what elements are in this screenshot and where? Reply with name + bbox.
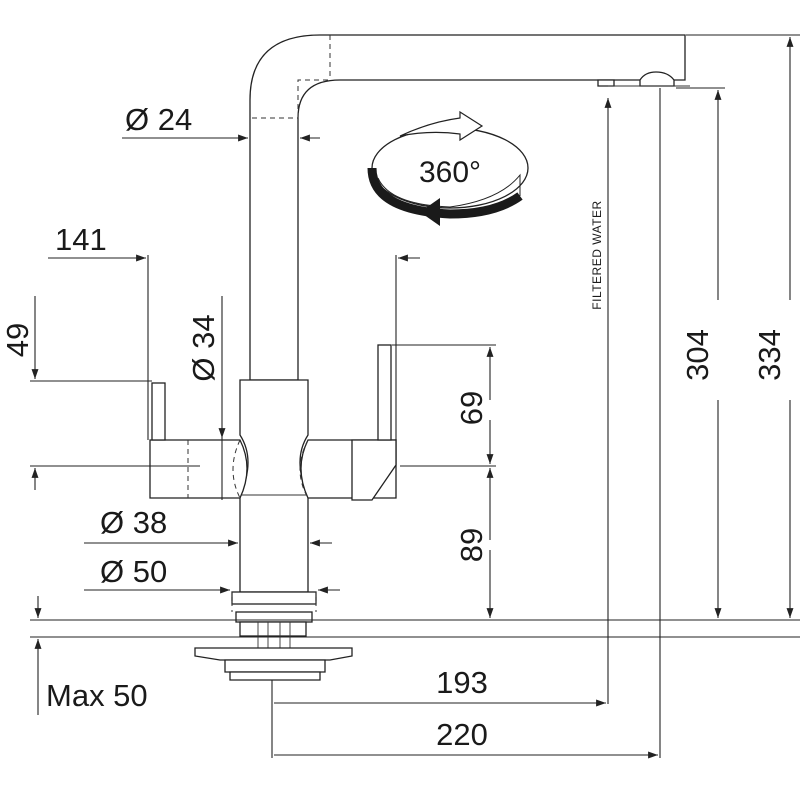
dim-total-height: 334 <box>686 34 800 618</box>
handle-span-label: 141 <box>55 222 107 257</box>
right-handle <box>299 344 397 501</box>
dim-reach: 193 220 <box>271 665 658 759</box>
faucet-outline <box>30 34 800 681</box>
base-diameter-outer-label: Ø 50 <box>100 554 167 589</box>
spout-nozzles <box>597 71 690 87</box>
left-handle <box>149 382 248 499</box>
dim-spout-diameter: Ø 24 <box>122 102 320 142</box>
max-thickness-label: Max 50 <box>46 678 148 713</box>
dim-total-height-spout: 304 <box>659 87 725 758</box>
dim-base-diameter-inner: Ø 38 <box>84 505 332 547</box>
rotation-arrow-icon: 360° <box>367 110 529 226</box>
total-height-spout-label: 304 <box>680 329 715 381</box>
base-height-label: 89 <box>454 528 489 562</box>
dim-body-diameter: Ø 34 <box>186 296 226 500</box>
dim-handle-height: 49 <box>0 296 200 490</box>
dim-max-thickness: Max 50 <box>34 596 148 715</box>
dim-handle-span: 141 <box>48 222 420 440</box>
body-column <box>239 379 309 593</box>
spout-arm <box>249 34 686 381</box>
handle-height-label: 49 <box>0 323 35 357</box>
base-diameter-inner-label: Ø 38 <box>100 505 167 540</box>
total-height-label: 334 <box>752 329 787 381</box>
filtered-water-label: FILTERED WATER <box>590 200 604 309</box>
dim-base-height: 89 <box>454 468 494 618</box>
body-diameter-label: Ø 34 <box>186 314 221 381</box>
reach-filtered-label: 193 <box>436 665 488 700</box>
reach-total-label: 220 <box>436 717 488 752</box>
dim-base-diameter-outer: Ø 50 <box>84 554 340 594</box>
spout-diameter-label: Ø 24 <box>125 102 192 137</box>
rotation-label: 360° <box>419 156 481 189</box>
lever-height-label: 69 <box>454 391 489 425</box>
dim-filtered-water: FILTERED WATER <box>590 98 612 704</box>
mounting-base <box>30 591 800 681</box>
dim-lever-height: 69 <box>392 344 496 467</box>
